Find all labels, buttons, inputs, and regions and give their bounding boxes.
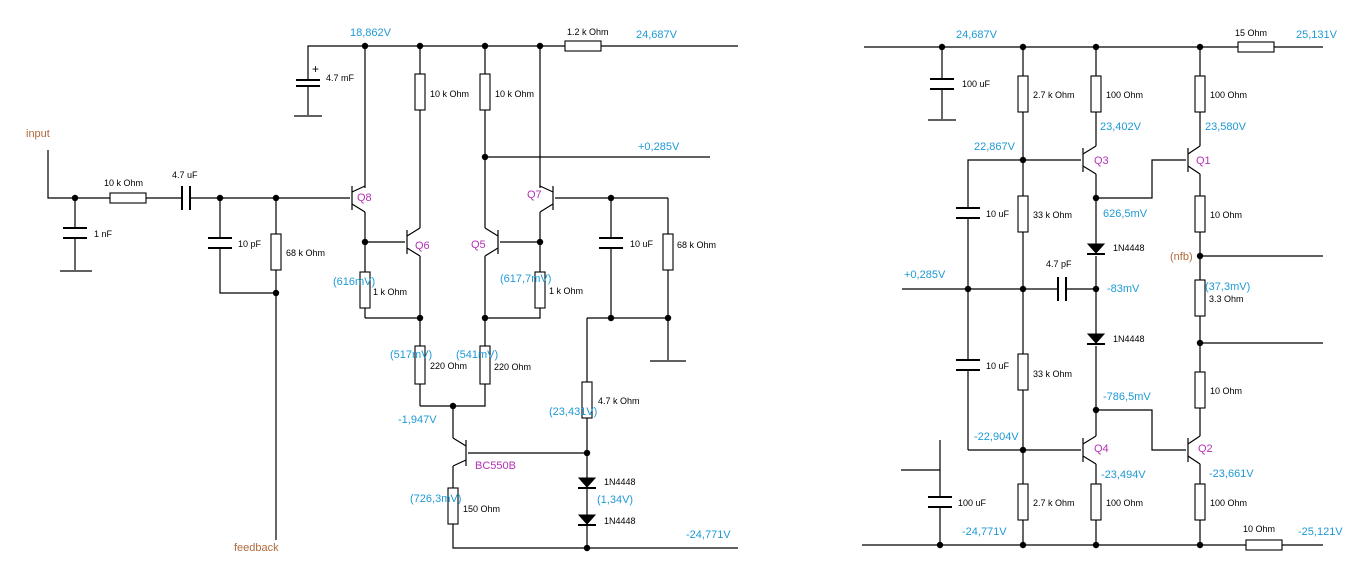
left-resistors <box>109 40 674 525</box>
right-wires <box>862 46 1323 546</box>
voltage-22867: 22,867V <box>974 141 1016 153</box>
right-junctions <box>936 43 1204 549</box>
res-10-c-label: 10 Ohm <box>1243 524 1275 534</box>
voltage-24687-left: 24,687V <box>636 29 678 41</box>
res-220-b-label: 220 Ohm <box>494 362 531 372</box>
voltage-24687-right: 24,687V <box>956 29 998 41</box>
voltage-134: (1,34V) <box>597 494 633 506</box>
voltage-23402: 23,402V <box>1100 121 1142 133</box>
res-33k-a-label: 33 k Ohm <box>1033 210 1072 220</box>
res-68k-b-label: 68 k Ohm <box>677 240 716 250</box>
res-100-a-label: 100 Ohm <box>1106 90 1143 100</box>
voltage-m23494: -23,494V <box>1101 469 1146 481</box>
left-diodes <box>577 477 597 526</box>
transistor-q7-label: Q7 <box>527 189 542 201</box>
res-100-d-label: 100 Ohm <box>1210 498 1247 508</box>
voltage-m25121: -25,121V <box>1298 526 1343 538</box>
cap-10pf-label: 10 pF <box>238 239 262 249</box>
right-resistors <box>1017 41 1283 551</box>
cap-10uf-b-label: 10 uF <box>986 361 1010 371</box>
voltage-0285-left: +0,285V <box>638 141 680 153</box>
res-150-label: 150 Ohm <box>463 504 500 514</box>
res-27k-b-label: 2.7 k Ohm <box>1033 498 1075 508</box>
diode-a-left-label: 1N4448 <box>604 477 636 487</box>
transistor-q4-label: Q4 <box>1094 443 1109 455</box>
voltage-m83: -83mV <box>1107 283 1140 295</box>
input-label: input <box>26 128 50 140</box>
res-12k-label: 1.2 k Ohm <box>567 27 609 37</box>
left-wires <box>47 45 738 549</box>
res-47k-label: 4.7 k Ohm <box>598 396 640 406</box>
voltage-25131: 25,131V <box>1296 29 1338 41</box>
right-diodes <box>1086 243 1106 345</box>
feedback-label: feedback <box>234 542 279 554</box>
voltage-517: (517mV) <box>390 349 432 361</box>
transistor-bc550b-label: BC550B <box>475 460 516 472</box>
transistor-q5-label: Q5 <box>471 239 486 251</box>
cap-1nf-label: 1 nF <box>94 229 113 239</box>
voltage-616: (616mV) <box>333 276 375 288</box>
res-1k-a-label: 1 k Ohm <box>373 287 407 297</box>
voltage-m22904: -22,904V <box>974 431 1019 443</box>
cap-47mf-label: 4.7 mF <box>326 73 355 83</box>
voltage-m24771-right: -24,771V <box>962 526 1007 538</box>
res-1k-b-label: 1 k Ohm <box>549 286 583 296</box>
cap-plus-sign: + <box>312 62 319 76</box>
cap-47uf-label: 4.7 uF <box>172 170 198 180</box>
transistor-q1-label: Q1 <box>1196 155 1211 167</box>
diode-b-left-label: 1N4448 <box>604 516 636 526</box>
cap-10uf-a-label: 10 uF <box>986 209 1010 219</box>
res-15-label: 15 Ohm <box>1235 28 1267 38</box>
diode-b-right-label: 1N4448 <box>1113 334 1145 344</box>
res-10k-in-label: 10 k Ohm <box>104 178 143 188</box>
transistor-q2-label: Q2 <box>1198 443 1213 455</box>
voltage-m24771-left: -24,771V <box>686 529 731 541</box>
res-220-a-label: 220 Ohm <box>430 361 467 371</box>
res-10-a-label: 10 Ohm <box>1210 210 1242 220</box>
cap-100uf-a-label: 100 uF <box>962 79 991 89</box>
right-schematic: 24,687V 25,131V 23,402V 23,580V 22,867V … <box>862 28 1343 551</box>
voltage-617: (617,7mV) <box>500 273 551 285</box>
res-27k-a-label: 2.7 k Ohm <box>1033 90 1075 100</box>
res-100-b-label: 100 Ohm <box>1210 90 1247 100</box>
cap-100uf-b-label: 100 uF <box>958 498 987 508</box>
voltage-m7865: -786,5mV <box>1103 391 1151 403</box>
left-capacitors <box>63 79 623 249</box>
res-100-c-label: 100 Ohm <box>1106 498 1143 508</box>
voltage-23580: 23,580V <box>1205 121 1247 133</box>
voltage-373: (37,3mV) <box>1205 281 1250 293</box>
cap-47pf-label: 4.7 pF <box>1046 259 1072 269</box>
voltage-m1947: -1,947V <box>398 414 437 426</box>
res-68k-a-label: 68 k Ohm <box>286 248 325 258</box>
nfb-label: (nfb) <box>1170 251 1193 263</box>
res-10k-b-label: 10 k Ohm <box>495 89 534 99</box>
transistor-q8-label: Q8 <box>357 192 372 204</box>
voltage-726: (726,3mV) <box>410 493 461 505</box>
transistor-q6-label: Q6 <box>415 240 430 252</box>
left-schematic: input feedback 18,862V 24,687V +0,285V (… <box>26 27 738 554</box>
right-capacitors <box>928 78 1067 508</box>
cap-10uf-left-label: 10 uF <box>630 239 654 249</box>
res-33-label: 3.3 Ohm <box>1209 294 1244 304</box>
voltage-23431: (23,431V) <box>549 406 597 418</box>
transistor-q3-label: Q3 <box>1094 155 1109 167</box>
res-10-b-label: 10 Ohm <box>1210 386 1242 396</box>
voltage-m23661: -23,661V <box>1209 468 1254 480</box>
diode-a-right-label: 1N4448 <box>1113 243 1145 253</box>
left-junctions <box>71 42 672 552</box>
voltage-18862: 18,862V <box>350 27 392 39</box>
res-10k-a-label: 10 k Ohm <box>430 89 469 99</box>
res-33k-b-label: 33 k Ohm <box>1033 369 1072 379</box>
voltage-541: (541mV) <box>456 349 498 361</box>
voltage-6265: 626,5mV <box>1103 208 1148 220</box>
voltage-0285-right: +0,285V <box>904 269 946 281</box>
